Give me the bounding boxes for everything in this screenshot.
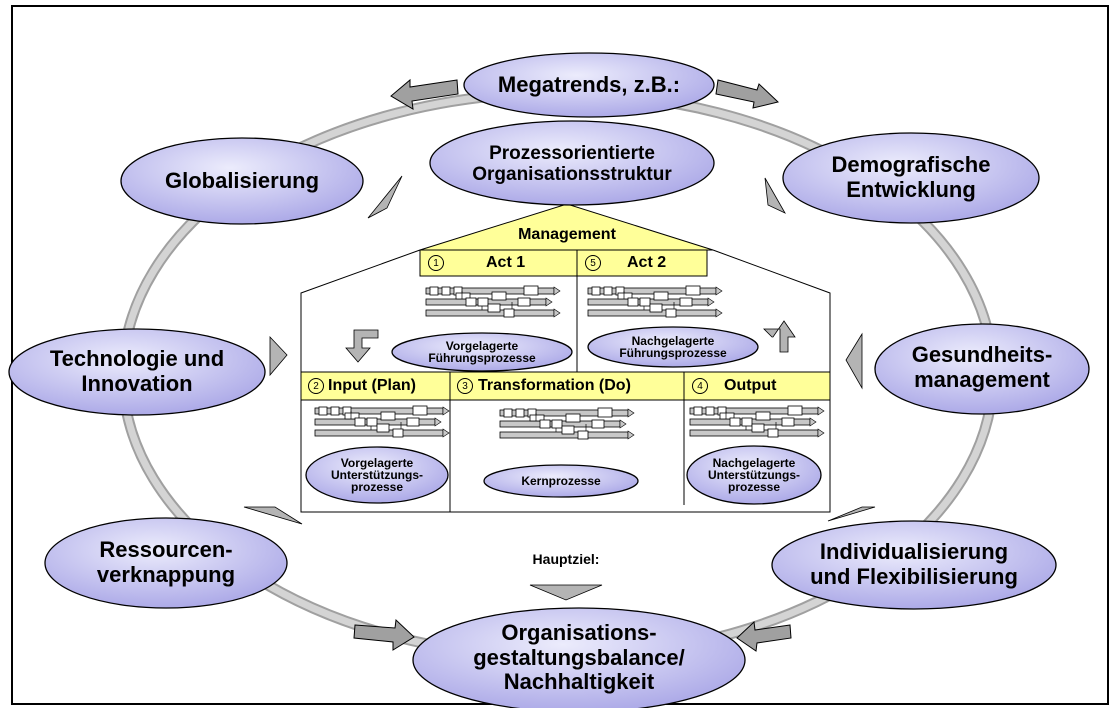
gesundheit-label: Gesundheits- management [911,342,1053,392]
act-header-bar [419,249,708,277]
nachgelagerte-unterstuetzung-label: Nachgelagerte Unterstützungs- prozesse [708,456,800,494]
output-label: Output [724,377,777,394]
flow-icon-act1 [425,285,561,318]
ellipse-vorgelagerte-unterstuetzung [305,446,449,504]
globalisierung-label: Globalisierung [164,167,320,193]
house-outline [300,249,450,513]
arrow-up-right-icon [763,320,796,353]
transformation-header: 3 Transformation (Do) [457,374,684,398]
input-header: 2 Input (Plan) [308,374,450,398]
flow-icon-act2 [587,285,723,318]
arrow-down-left-icon [345,329,379,363]
management-label: Management [518,226,616,244]
ring-arrow-top-left [390,78,459,110]
pointer-technologie [269,335,288,377]
ellipse-individualisierung [771,520,1057,610]
pointer-demografie [764,177,786,214]
step-number-badge: 1 [428,255,444,271]
pointer-hauptziel [529,584,603,601]
input-label: Input (Plan) [328,377,416,394]
flow-icon-input [314,405,450,438]
hauptziel-label: Hauptziel: [532,551,600,568]
ellipse-demografie [782,132,1040,224]
step-number-badge: 3 [457,378,473,394]
ring-arrow-bottom-right [736,620,792,652]
step-number-badge: 5 [585,255,601,271]
prozessorientierte-label: Prozessorientierte Organisationsstruktur [472,142,672,185]
flow-icon-output [689,405,825,438]
ellipse-technologie [8,328,266,416]
technologie-label: Technologie und Innovation [49,346,225,396]
flow-icon-transformation [499,407,635,440]
pointer-globalisierung [367,175,403,219]
vorgelagerte-unterstuetzung-label: Vorgelagerte Unterstützungs- prozesse [331,456,423,494]
kernprozesse-label: Kernprozesse [521,474,601,488]
vorgelagerte-fuehrung-label: Vorgelagerte Führungsprozesse [428,339,536,365]
act2-label: Act 2 [627,254,667,271]
ellipse-vorgelagerte-fuehrung [391,332,573,372]
output-header: 4 Output [692,374,828,398]
individualisierung-label: Individualisierung und Flexibilisierung [810,539,1018,589]
ellipse-megatrends [463,52,715,118]
demografie-label: Demografische Entwicklung [831,152,991,202]
ellipse-hauptziel [412,607,746,708]
ellipse-kernprozesse [483,464,639,498]
transformation-label: Transformation (Do) [478,377,631,394]
ellipse-globalisierung [120,137,364,225]
step-number-badge: 4 [692,378,708,394]
ring-arrow-top-right [715,79,780,109]
nachgelagerte-fuehrung-label: Nachgelagerte Führungsprozesse [619,334,727,360]
ressourcen-label: Ressourcen- verknappung [96,537,236,587]
act2-header: 5 Act 2 [585,251,705,275]
phase-header-bar [300,371,831,401]
ellipse-ressourcen [44,517,288,609]
act1-label: Act 1 [486,254,526,271]
act1-header: 1 Act 1 [428,251,576,275]
pointer-gesundheit [845,332,863,390]
hauptziel-title: Organisations- gestaltungsbalance/ Nachh… [473,620,685,695]
megatrends-title: Megatrends, z.B.: [497,71,681,97]
step-number-badge: 2 [308,378,324,394]
ellipse-gesundheit [874,323,1090,415]
ellipse-prozessorientierte [429,120,715,206]
pointer-individualisierung [827,506,876,522]
pointer-ressourcen [243,506,303,525]
ellipse-nachgelagerte-unterstuetzung [686,445,822,505]
ellipse-nachgelagerte-fuehrung [587,326,759,368]
ring-arrow-bottom-left [353,618,415,651]
